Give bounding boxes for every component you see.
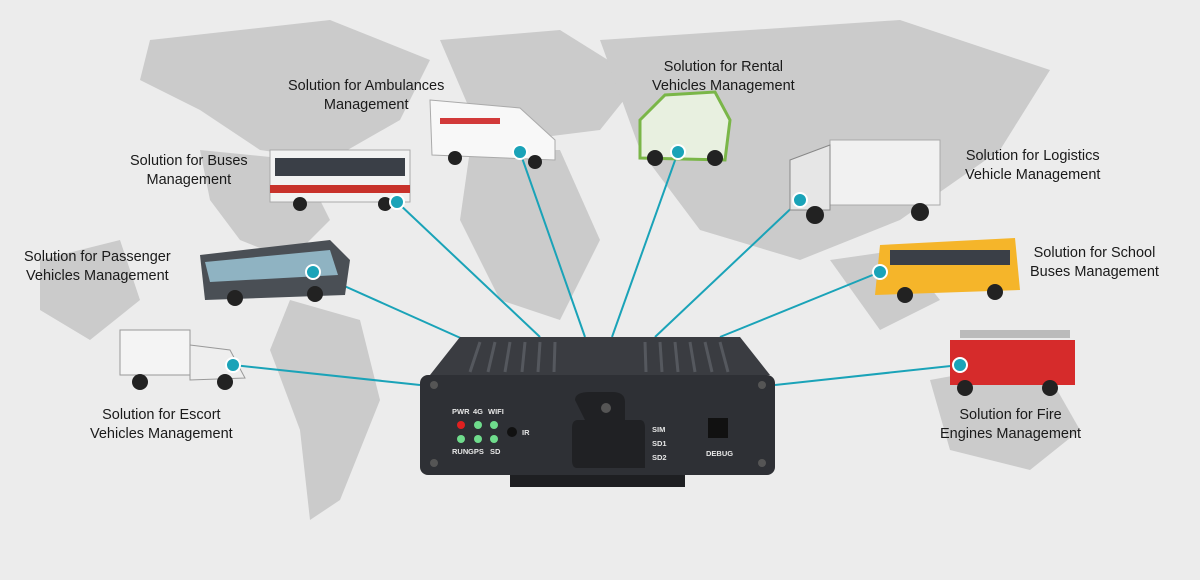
vehicle-school-bus [875, 238, 1020, 303]
vehicle-fire-engine [950, 330, 1075, 396]
svg-text:GPS: GPS [468, 447, 484, 456]
vehicle-city-bus [269, 149, 411, 211]
vehicle-logistics-truck [789, 139, 941, 224]
mdvr-device: PWR 4G WIFI RUN GPS SD IR SIM SD1 SD2 DE… [420, 337, 775, 487]
vehicle-passenger-coach [200, 240, 350, 306]
svg-text:SIM: SIM [652, 425, 665, 434]
svg-text:PWR: PWR [452, 407, 470, 416]
vehicle-rental-car [638, 90, 732, 166]
svg-text:SD: SD [490, 447, 501, 456]
svg-text:WIFI: WIFI [488, 407, 504, 416]
svg-text:IR: IR [522, 428, 530, 437]
svg-text:4G: 4G [473, 407, 483, 416]
connector-dots [225, 144, 968, 373]
svg-text:RUN: RUN [452, 447, 468, 456]
svg-text:SD2: SD2 [652, 453, 667, 462]
vehicle-escort-van [119, 329, 246, 390]
svg-text:SD1: SD1 [652, 439, 667, 448]
svg-text:DEBUG: DEBUG [706, 449, 733, 458]
